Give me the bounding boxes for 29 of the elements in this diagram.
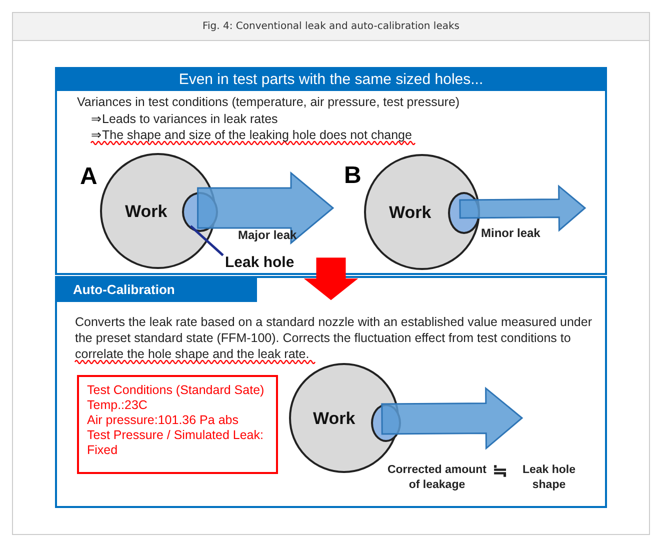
node-label: Work [313, 409, 356, 429]
content-panel [55, 67, 607, 275]
panel-heading: Even in test parts with the same sized holes... [57, 69, 605, 91]
annotation-text: Corrected amount of leakage [386, 463, 488, 493]
condition-text: Air pressure:101.36 Pa abs [87, 413, 240, 428]
callout-text: Leak hole [225, 254, 294, 271]
approx-equal-sign: ≒ [492, 464, 508, 479]
down-arrow [304, 258, 358, 300]
leak-arrow [459, 184, 586, 232]
condition-text: Test Conditions (Standard Sate) [87, 383, 266, 398]
body-text: ⇒Leads to variances in leak rates [91, 111, 278, 126]
condition-text: Test Pressure / Simulated Leak: Fixed [87, 428, 264, 458]
leader-line [190, 225, 224, 256]
panel-heading: Auto-Calibration [57, 278, 257, 302]
content-panel [55, 276, 607, 508]
conditions-box [77, 375, 278, 474]
panel-letter: B [344, 162, 362, 190]
leak-arrow [381, 386, 524, 450]
annotation-text: Leak hole shape [521, 463, 577, 493]
node-label: Work [389, 203, 432, 223]
panel-letter: A [80, 163, 98, 191]
leak-arrow [197, 171, 334, 245]
edge-label: Minor leak [481, 226, 540, 240]
condition-text: Temp.:23C [87, 398, 148, 413]
node-label: Work [125, 202, 168, 222]
body-text: ⇒The shape and size of the leaking hole does not change [91, 127, 412, 142]
body-text: Converts the leak rate based on a standard nozzle with an established value measured under the preset standard state (FFM-100). Corrects the fluctuation effect from test conditions to correlate the hole shape and the leak rate. [75, 314, 593, 362]
body-text: Variances in test conditions (temperature, air pressure, test pressure) [77, 95, 460, 109]
figure-caption: Fig. 4: Conventional leak and auto-calibration leaks [13, 13, 649, 41]
